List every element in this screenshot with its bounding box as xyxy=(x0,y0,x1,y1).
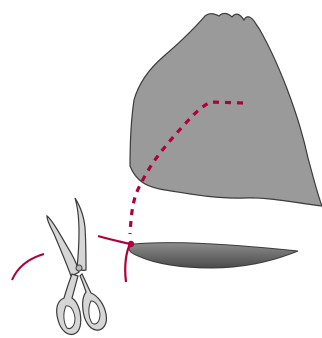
scissors-icon xyxy=(47,198,106,334)
fabric-piece xyxy=(130,13,322,206)
thread-knot xyxy=(128,241,134,247)
scissors-blade-left xyxy=(47,216,79,276)
scissors-pivot xyxy=(76,265,82,271)
scissors-blade-right xyxy=(75,198,86,270)
cut-strip xyxy=(129,243,298,268)
thread-end xyxy=(98,236,130,282)
thread-arc-left xyxy=(12,254,44,280)
